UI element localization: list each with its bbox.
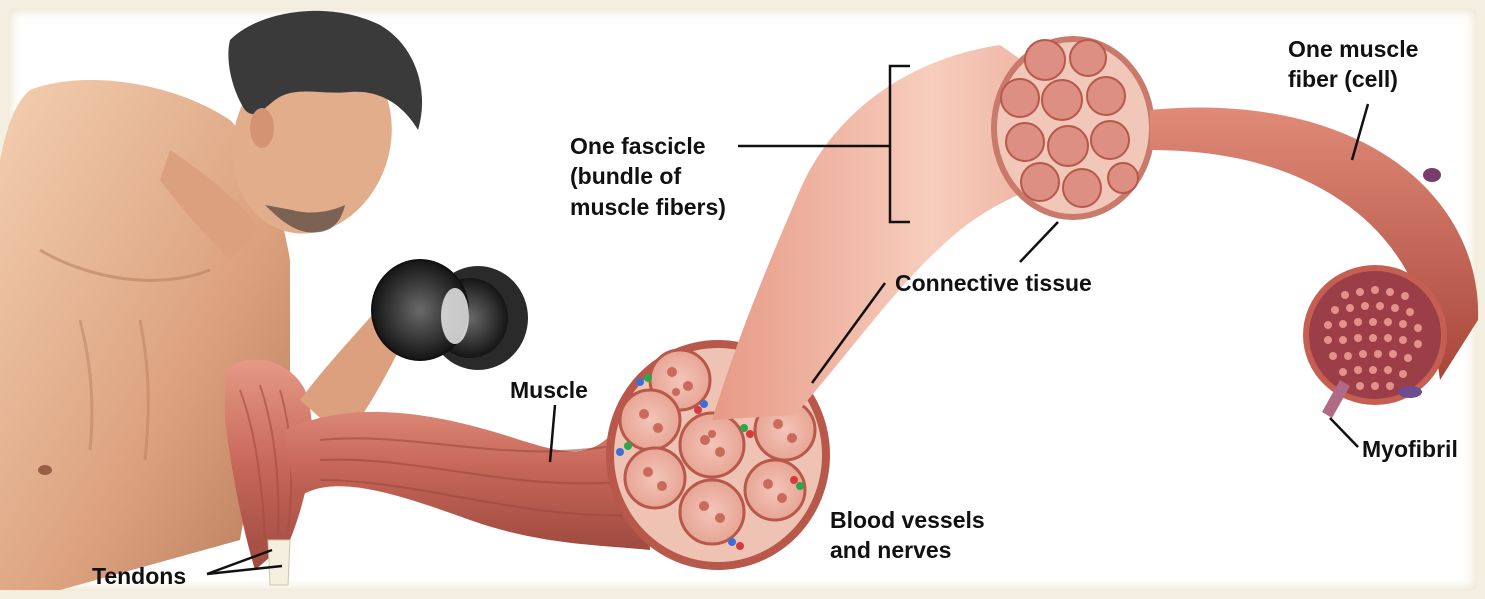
label-tendons: Tendons <box>92 561 186 591</box>
label-one-muscle-fiber: One muscle fiber (cell) <box>1288 34 1418 95</box>
connective-tissue-leader-1 <box>1020 222 1058 262</box>
fascicle-cross-section <box>991 36 1155 220</box>
fiber-cross-section <box>1303 265 1447 405</box>
label-myofibril: Myofibril <box>1362 434 1458 464</box>
label-muscle: Muscle <box>510 375 588 405</box>
label-blood-vessels-and-nerves: Blood vessels and nerves <box>830 505 985 566</box>
myofibril-leader <box>1330 418 1358 447</box>
nucleus <box>1423 168 1441 182</box>
tendon <box>268 540 290 585</box>
navel <box>38 465 52 475</box>
label-connective-tissue: Connective tissue <box>895 268 1092 298</box>
dumbbell <box>372 260 528 370</box>
label-one-fascicle: One fascicle (bundle of muscle fibers) <box>570 131 726 222</box>
